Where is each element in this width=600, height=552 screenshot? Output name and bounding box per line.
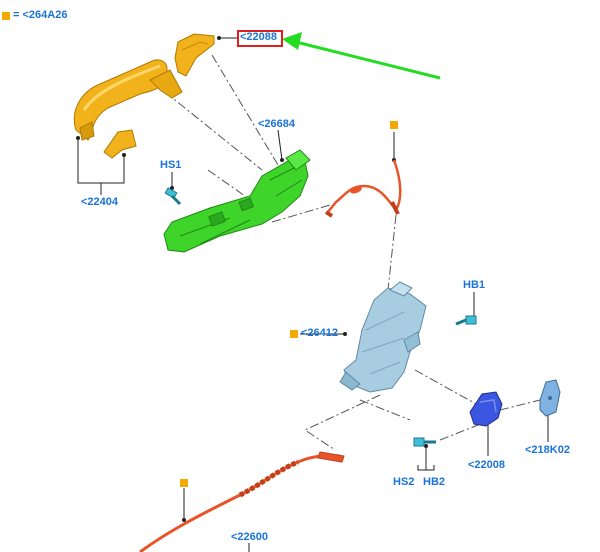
door-latch-part [339, 281, 427, 393]
callout-hs2[interactable]: HS2 [393, 476, 415, 488]
bolt-hb1-part [455, 315, 477, 326]
lower-cable-part [139, 451, 345, 552]
orange-square-icon [180, 479, 188, 487]
legend-text: = <264A26 [13, 9, 68, 21]
callout-22088[interactable]: <22088 [240, 31, 278, 43]
callout-22008[interactable]: <22008 [468, 459, 506, 471]
callout-highlight-box [237, 30, 283, 47]
callout-lines [77, 37, 549, 552]
callout-hs1[interactable]: HS1 [160, 159, 182, 171]
handle-cap-part [174, 33, 215, 77]
handle-carrier-part [163, 149, 311, 253]
callout-26684[interactable]: <26684 [258, 118, 296, 130]
orange-square-icon [290, 330, 298, 338]
green-arrow-icon [282, 32, 441, 80]
screw-hs1-part [164, 187, 182, 206]
upper-release-cable-part [324, 159, 402, 218]
callout-22600[interactable]: <22600 [231, 531, 269, 543]
screw-hs2-part [413, 437, 436, 447]
exterior-handle-part [73, 59, 183, 159]
callout-hb2[interactable]: HB2 [423, 476, 446, 488]
callout-26412[interactable]: <26412 [301, 327, 339, 339]
callout-22404[interactable]: <22404 [81, 196, 119, 208]
seal-plate-part [539, 379, 561, 417]
leader-lines [164, 54, 541, 451]
orange-square-icon [2, 12, 10, 20]
callout-218k02[interactable]: <218K02 [525, 444, 570, 456]
callout-hb1[interactable]: HB1 [463, 279, 486, 291]
orange-square-icon [390, 121, 398, 129]
striker-bracket-part [469, 391, 503, 427]
